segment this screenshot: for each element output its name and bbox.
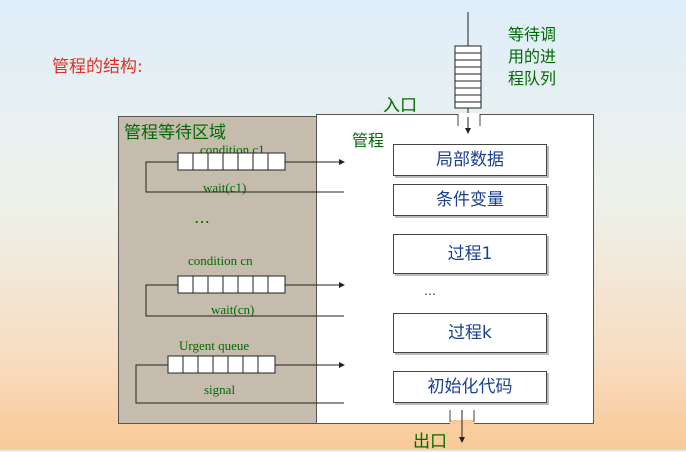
- entry-queue: [454, 12, 482, 134]
- exit-label: 出口: [413, 432, 447, 452]
- procedure-k-box: 过程k: [393, 313, 547, 353]
- process-queue-label: 等待调 用的进 程队列: [508, 24, 568, 90]
- entry-label: 入口: [383, 96, 417, 116]
- ellipsis-right: …: [424, 284, 436, 298]
- condition-cn-queue: [145, 275, 345, 317]
- process-queue-label-line: 程队列: [508, 69, 557, 88]
- urgent-queue-label: Urgent queue: [179, 338, 250, 353]
- condition-variables-box: 条件变量: [393, 184, 547, 216]
- ellipsis-left: …: [194, 208, 210, 227]
- init-code-box: 初始化代码: [393, 371, 547, 403]
- wait-cn-label: wait(cn): [211, 302, 255, 317]
- urgent-queue: [135, 355, 345, 404]
- page-title: 管程的结构:: [52, 57, 143, 77]
- process-queue-label-line: 等待调: [508, 25, 557, 44]
- condition-cn-label: condition cn: [188, 253, 253, 268]
- signal-label: signal: [204, 382, 236, 397]
- procedure-1-box: 过程1: [393, 234, 547, 274]
- condition-c1-queue: [145, 152, 345, 193]
- wait-c1-label: wait(c1): [203, 180, 247, 195]
- wait-area-title: 管程等待区域: [124, 123, 226, 143]
- local-data-box: 局部数据: [393, 144, 547, 176]
- monitor-title: 管程: [352, 131, 385, 150]
- process-queue-label-line: 用的进: [508, 47, 557, 66]
